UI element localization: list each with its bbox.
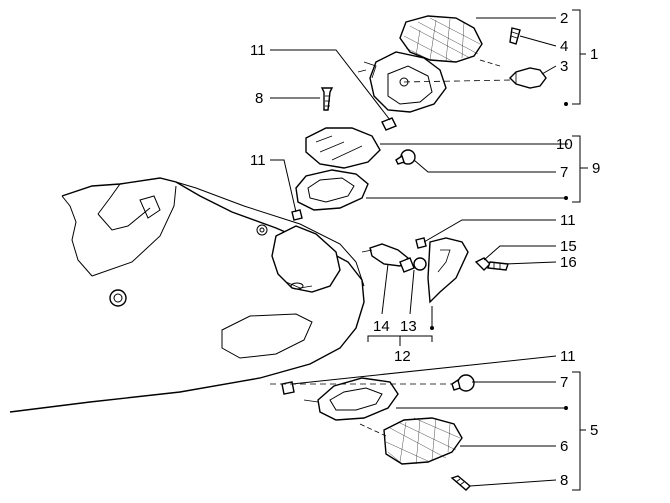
callout-15: 15 [560,238,577,255]
body-panel [9,177,365,413]
callout-7-lower: 7 [560,374,568,391]
callout-8-lower: 8 [560,472,568,489]
callout-11-upper: 11 [250,42,266,59]
dot-marker [430,326,434,330]
side-marker-assembly [361,237,509,304]
callout-11-middle: 11 [250,152,266,169]
callout-10: 10 [556,136,573,153]
callout-11-lower: 11 [560,348,576,365]
dot-marker [564,102,568,106]
callout-7-upper: 7 [560,164,568,181]
callout-1: 1 [590,46,598,63]
dot-marker [564,406,568,410]
callout-9: 9 [592,160,600,177]
callout-13: 13 [400,318,417,335]
callout-labels: 2 4 3 1 11 8 10 7 9 11 11 15 16 14 13 12… [250,10,600,489]
callout-2: 2 [560,10,568,27]
callout-14: 14 [373,318,390,335]
callout-11-side: 11 [560,212,576,229]
callout-16: 16 [560,254,577,271]
callout-12: 12 [394,348,411,365]
lower-indicator-assembly [270,374,475,491]
middle-indicator-assembly [291,87,416,221]
upper-indicator-assembly [357,15,547,131]
leader-lines [270,9,588,491]
callout-3: 3 [560,58,568,75]
callout-5: 5 [590,422,598,439]
callout-4: 4 [560,38,568,55]
dot-marker [564,196,568,200]
callout-8-upper: 8 [255,90,263,107]
callout-6: 6 [560,438,568,455]
